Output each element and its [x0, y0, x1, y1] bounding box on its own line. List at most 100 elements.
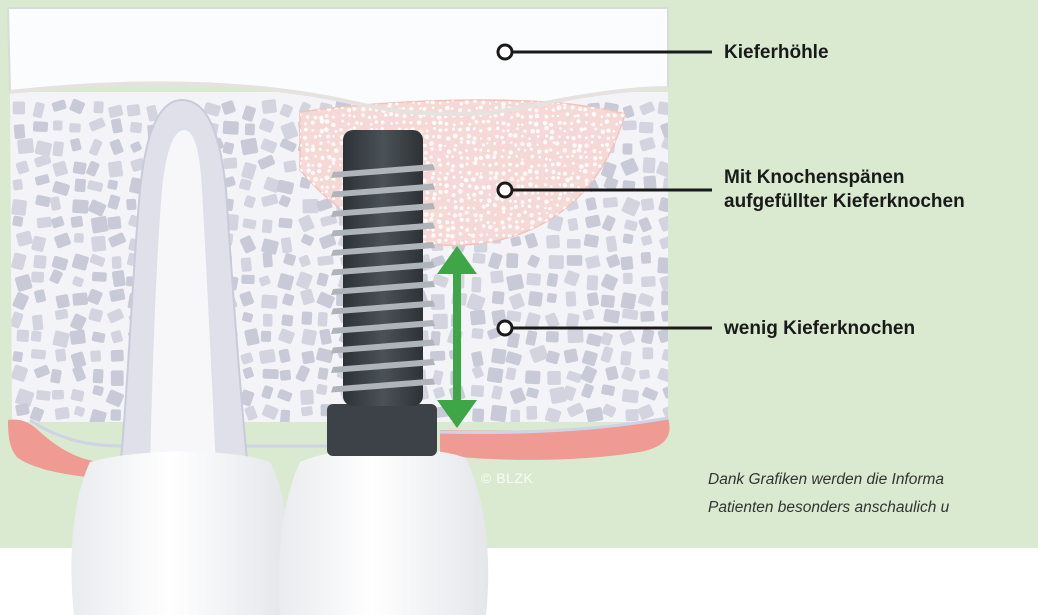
graft-chip: [563, 122, 567, 126]
graft-chip: [460, 156, 463, 159]
graft-chip: [570, 122, 573, 125]
graft-chip: [475, 219, 478, 222]
graft-chip: [502, 149, 505, 152]
graft-chip: [384, 113, 388, 117]
graft-chip: [314, 135, 317, 138]
graft-chip: [355, 121, 358, 124]
graft-chip: [438, 120, 443, 125]
graft-chip: [432, 172, 436, 176]
graft-chip: [417, 120, 422, 125]
graft-chip: [429, 156, 432, 159]
graft-chip: [521, 220, 524, 223]
graft-chip: [332, 116, 335, 119]
bone-cell: [280, 410, 290, 425]
graft-chip: [528, 199, 532, 203]
graft-chip: [312, 164, 315, 167]
bone-cell: [525, 370, 541, 384]
graft-chip: [601, 144, 604, 147]
graft-chip: [390, 122, 393, 125]
graft-chip: [495, 135, 499, 139]
graft-chip: [438, 225, 442, 229]
graft-chip: [549, 159, 552, 162]
graft-chip: [452, 128, 455, 131]
graft-chip: [598, 136, 601, 139]
graft-chip: [444, 183, 449, 188]
bone-cell: [69, 329, 86, 345]
graft-chip: [460, 183, 464, 187]
bone-cell: [31, 272, 44, 283]
graft-chip: [551, 176, 555, 180]
graft-chip: [570, 128, 573, 131]
graft-chip: [530, 148, 533, 151]
graft-chip: [459, 163, 464, 168]
graft-chip: [480, 172, 482, 174]
bone-cell: [471, 328, 483, 339]
graft-chip: [439, 128, 443, 132]
graft-chip: [325, 176, 330, 181]
graft-chip: [313, 177, 318, 182]
bone-cell: [31, 349, 47, 360]
graft-chip: [479, 149, 482, 152]
graft-chip: [426, 129, 429, 132]
graft-chip: [429, 217, 433, 221]
graft-chip: [473, 136, 477, 140]
graft-chip: [521, 135, 524, 138]
bone-cell: [36, 216, 52, 228]
graft-chip: [486, 142, 488, 144]
graft-chip: [535, 109, 539, 113]
bone-cell: [639, 369, 650, 379]
bone-cell: [549, 255, 564, 269]
graft-chip: [466, 218, 470, 222]
bone-cell: [108, 161, 124, 178]
graft-chip: [545, 169, 548, 172]
graft-chip: [558, 197, 562, 201]
graft-chip: [460, 218, 464, 222]
watermark: © BLZK: [481, 470, 533, 486]
graft-chip: [501, 171, 505, 175]
graft-chip: [563, 172, 567, 176]
graft-chip: [452, 241, 456, 245]
graft-chip: [479, 234, 482, 237]
graft-chip: [496, 121, 499, 124]
graft-chip: [423, 235, 426, 238]
graft-chip: [619, 121, 622, 124]
graft-chip: [304, 122, 307, 125]
graft-chip: [301, 157, 303, 159]
graft-chip: [528, 169, 533, 174]
graft-chip: [548, 207, 552, 211]
graft-chip: [612, 130, 615, 133]
bone-cell: [546, 235, 560, 249]
bone-cell: [283, 160, 297, 173]
graft-chip: [546, 212, 548, 214]
graft-chip: [437, 135, 441, 139]
graft-chip: [507, 123, 511, 127]
graft-chip: [353, 115, 356, 118]
graft-chip: [487, 127, 491, 131]
graft-chip: [566, 197, 570, 201]
graft-chip: [487, 198, 492, 203]
bone-cell: [12, 351, 23, 363]
graft-chip: [489, 171, 493, 175]
graft-chip: [534, 122, 539, 127]
bone-cell: [472, 408, 484, 422]
graft-chip: [432, 107, 435, 110]
graft-chip: [592, 149, 596, 153]
graft-chip: [439, 233, 442, 236]
graft-chip: [559, 156, 562, 159]
graft-chip: [419, 107, 422, 110]
graft-chip: [320, 129, 324, 133]
graft-chip: [493, 151, 497, 155]
graft-chip: [437, 239, 441, 243]
graft-chip: [517, 123, 520, 126]
graft-chip: [545, 149, 549, 153]
graft-chip: [479, 199, 482, 202]
graft-chip: [550, 136, 554, 140]
graft-chip: [537, 192, 540, 195]
graft-chip: [516, 113, 520, 117]
graft-chip: [510, 141, 512, 143]
bone-cell: [107, 216, 122, 230]
bone-cell: [223, 121, 239, 135]
bone-cell: [625, 409, 638, 421]
graft-chip: [482, 120, 486, 124]
graft-chip: [493, 142, 496, 145]
